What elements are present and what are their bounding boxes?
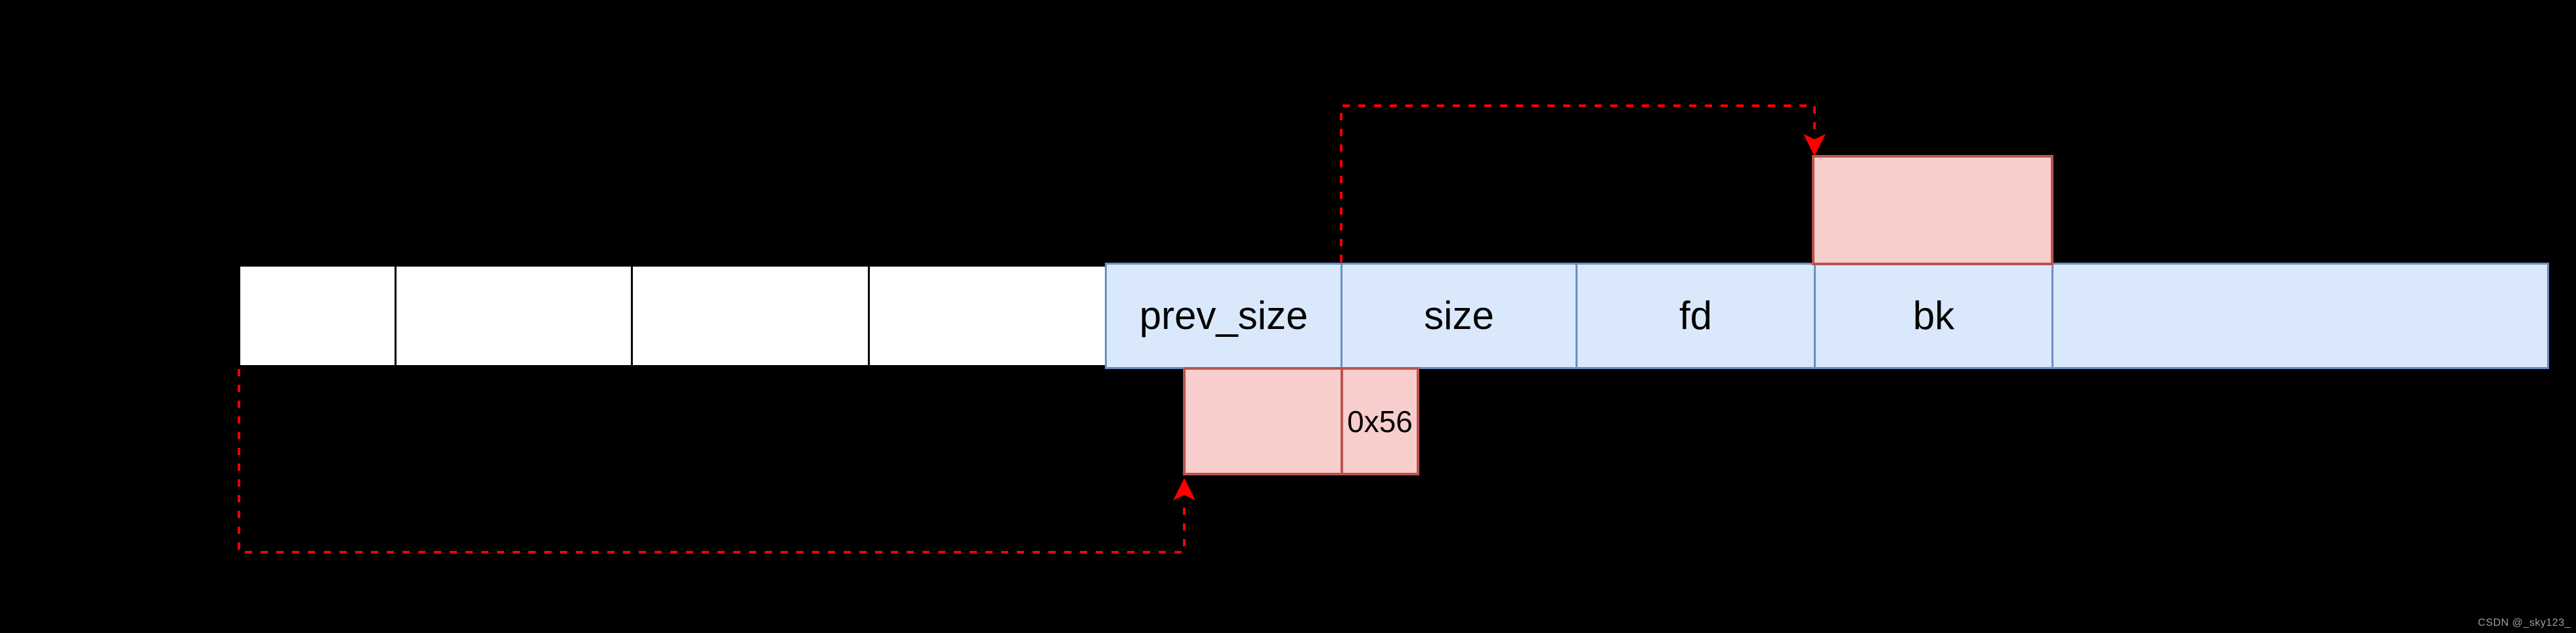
white-cell-4 bbox=[868, 265, 1107, 367]
white-cell-3 bbox=[631, 265, 870, 367]
chunk-cell-data bbox=[2051, 263, 2549, 369]
highlight-box-0x56: 0x56 bbox=[1341, 367, 1419, 475]
chunk-cell-size: size bbox=[1341, 263, 1578, 369]
white-cell-1 bbox=[238, 265, 397, 367]
arrowhead-down-icon bbox=[1803, 134, 1826, 156]
chunk-cell-prev-size: prev_size bbox=[1105, 263, 1342, 369]
chunk-cell-bk: bk bbox=[1814, 263, 2053, 369]
highlight-box-above-bk bbox=[1812, 155, 2053, 265]
chunk-cell-fd: fd bbox=[1576, 263, 1816, 369]
arrowhead-up-icon bbox=[1173, 478, 1195, 500]
highlight-box-below-prev-size bbox=[1183, 367, 1343, 475]
white-cell-2 bbox=[395, 265, 633, 367]
dashed-arrow-bottom bbox=[238, 369, 1186, 554]
dashed-arrow-top bbox=[1340, 104, 1816, 262]
watermark-text: CSDN @_sky123_ bbox=[2478, 617, 2571, 628]
